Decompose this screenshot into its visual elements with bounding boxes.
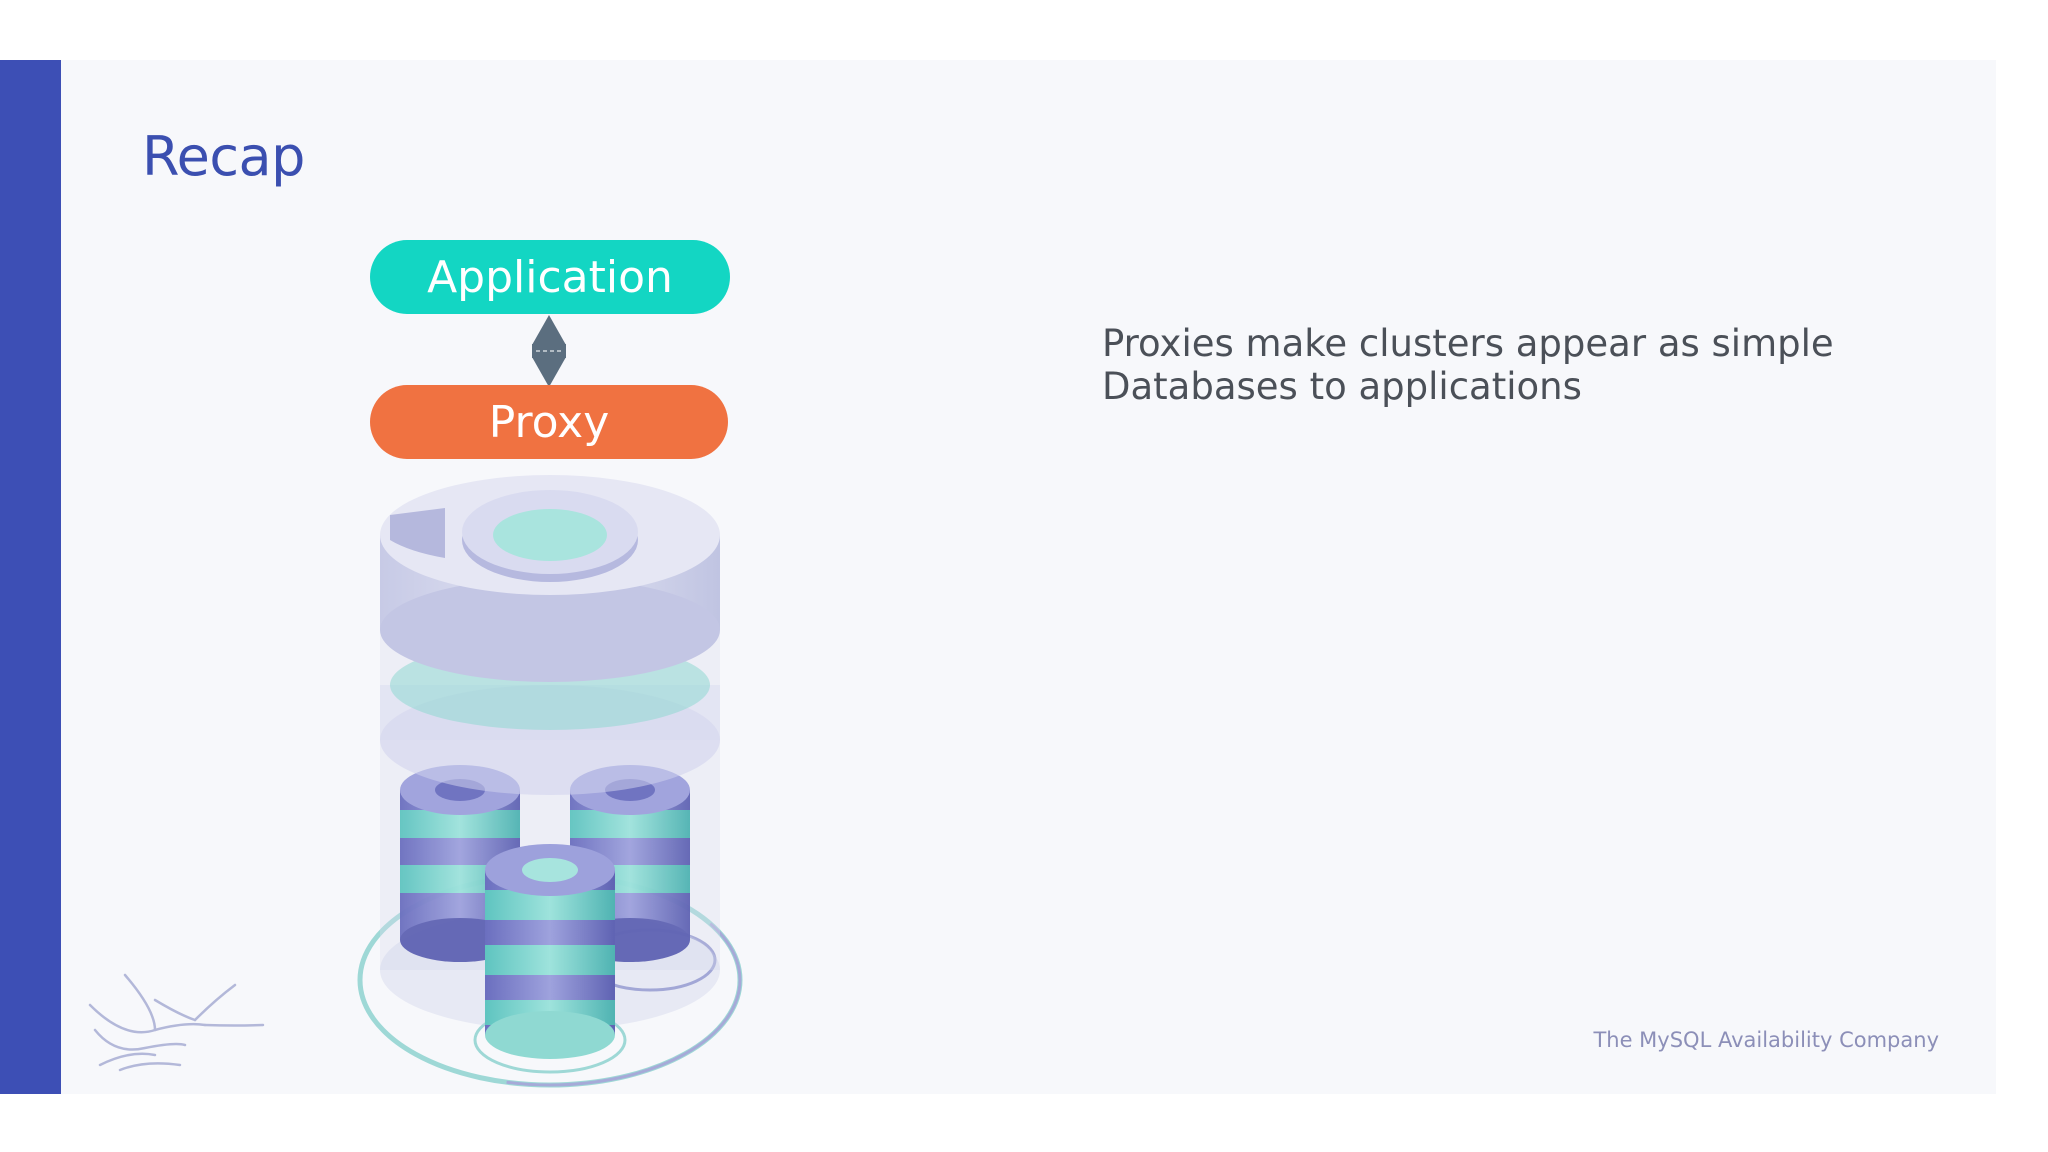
proxy-label: Proxy (488, 396, 610, 448)
slide: Recap Application Proxy (0, 60, 1996, 1094)
bidirectional-arrow-icon (532, 315, 566, 387)
dolphin-logo-icon (88, 973, 265, 1072)
application-box: Application (370, 240, 730, 314)
slide-title: Recap (142, 125, 305, 188)
proxy-box: Proxy (370, 385, 728, 459)
application-label: Application (427, 251, 673, 303)
accent-bar (0, 60, 61, 1094)
database-cluster-icon (357, 475, 743, 1088)
body-line-2: Databases to applications (1102, 365, 1582, 408)
body-line-1: Proxies make clusters appear as simple (1102, 322, 1834, 365)
body-text: Proxies make clusters appear as simple D… (1102, 322, 1882, 408)
company-tagline: The MySQL Availability Company (1593, 1028, 1939, 1052)
